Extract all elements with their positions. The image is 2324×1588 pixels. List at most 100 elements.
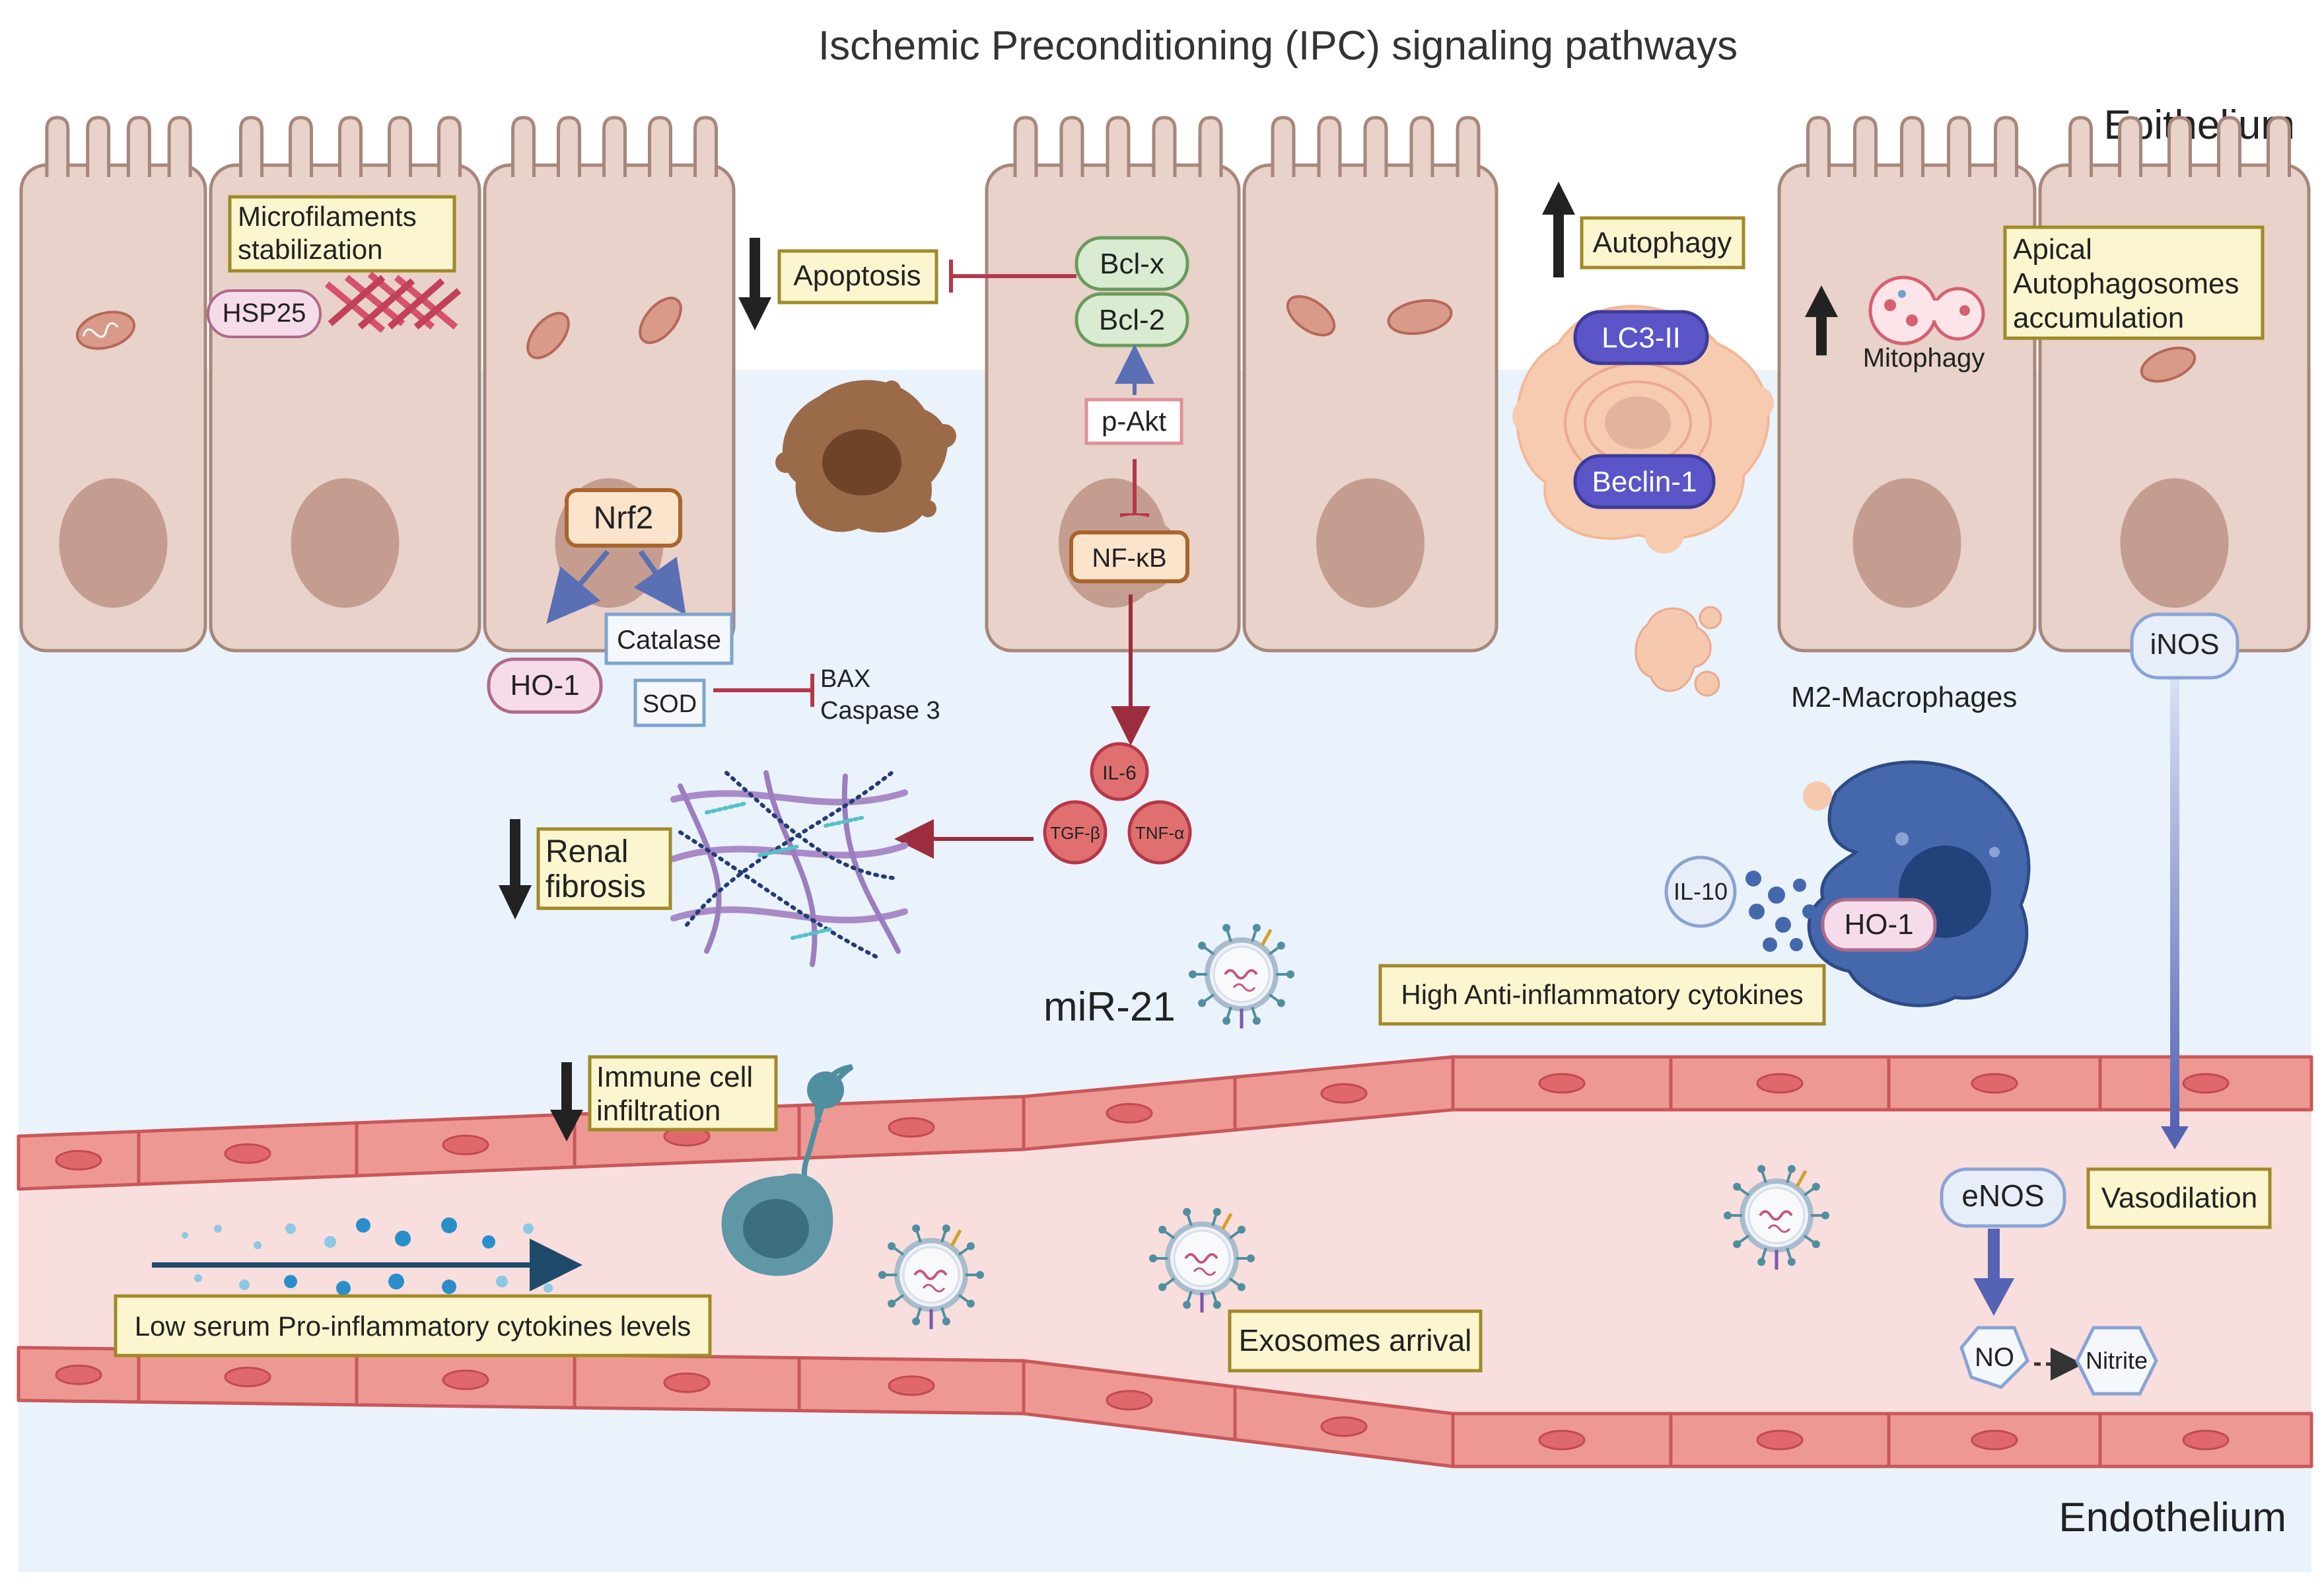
endothelial-cell	[797, 1356, 1026, 1416]
endothelial-cell	[797, 1095, 1026, 1160]
pro-inflammatory-dots-icon	[182, 1217, 553, 1295]
down-arrow-icon	[550, 1062, 583, 1141]
epithelial-cell	[1777, 116, 2037, 653]
endothelial-cell	[17, 1130, 141, 1191]
no-molecule	[1959, 1326, 2029, 1389]
microfilaments-label-1: Microfilaments	[238, 201, 417, 232]
autophagy-label: Autophagy	[1593, 227, 1732, 259]
inos-arrow-head	[2161, 1126, 2189, 1149]
renal-fibrosis-label-1: Renal	[546, 834, 628, 869]
microfilaments-box	[228, 195, 456, 273]
vasodilation-box	[2086, 1167, 2272, 1229]
endothelial-cell	[1887, 1412, 2102, 1468]
epithelial-cell	[483, 116, 736, 653]
nrf2-label: Nrf2	[594, 501, 654, 536]
exosomes-arrival-label: Exosomes arrival	[1239, 1323, 1472, 1357]
bcl2-label: Bcl-2	[1099, 304, 1165, 336]
exosome-icon	[1724, 1165, 1829, 1270]
inos-label: iNOS	[2150, 628, 2219, 661]
endothelial-cell	[355, 1112, 577, 1178]
diagram-title: Ischemic Preconditioning (IPC) signaling…	[818, 23, 1738, 69]
epithelial-cell	[2038, 116, 2311, 653]
endothelial-cell	[1887, 1055, 2102, 1112]
nfkb-badge	[1069, 530, 1189, 583]
microfilaments-label-2: stabilization	[238, 234, 382, 265]
bottom-bg	[18, 1493, 2311, 1572]
bax-label: BAX	[820, 665, 870, 693]
il10-badge	[1664, 855, 1737, 928]
nitrite-molecule	[2075, 1326, 2158, 1396]
endothelial-cell	[137, 1121, 359, 1186]
apical-label-3: accumulation	[2013, 302, 2184, 334]
endothelial-cell	[1451, 1055, 1673, 1112]
up-arrow-icon	[1805, 285, 1838, 355]
immune-label-2: infiltration	[596, 1095, 721, 1127]
mitophagy-label: Mitophagy	[1863, 343, 1985, 373]
endothelial-cell	[1022, 1359, 1237, 1441]
sod-inhibits-bax-line	[713, 674, 814, 707]
phagocytosed-particle-icon	[1803, 781, 1832, 811]
region-endothelium: Endothelium	[2059, 1495, 2286, 1540]
immune-label-1: Immune cell	[596, 1061, 753, 1093]
nrf2-to-ho1-arrow	[546, 550, 610, 624]
microfilaments-icon	[324, 271, 462, 333]
down-arrow-icon	[499, 819, 532, 920]
renal-fibrosis-box	[536, 827, 672, 910]
catalase-label: Catalase	[617, 626, 721, 655]
sod-label: SOD	[643, 690, 697, 718]
anti-inflammatory-label: High Anti-inflammatory cytokines	[1401, 979, 1803, 1010]
endothelial-cell	[1669, 1055, 1891, 1112]
low-serum-label: Low serum Pro-inflammatory cytokines lev…	[135, 1311, 691, 1342]
catalase-box	[604, 612, 734, 665]
endothelial-cell	[17, 1346, 141, 1404]
epithelial-cell	[1242, 116, 1498, 653]
exosome-icon	[878, 1224, 984, 1329]
down-arrow-icon	[738, 238, 771, 330]
ho1-left-badge	[487, 657, 603, 714]
mitochondrion-icon	[639, 297, 682, 344]
endothelium-top-layer	[17, 1055, 2313, 1191]
ho1-right-label: HO-1	[1844, 908, 1913, 941]
epithelial-cell	[19, 116, 207, 653]
beclin-badge	[1573, 454, 1716, 509]
il6-cytokine	[1090, 742, 1149, 801]
mitochondrion-icon	[1387, 299, 1453, 336]
apoptosis-box	[777, 249, 938, 305]
low-serum-box	[114, 1294, 712, 1357]
endothelial-cell	[1669, 1412, 1891, 1468]
no-label: NO	[1975, 1343, 2014, 1372]
tnfa-label: TNF-α	[1135, 823, 1184, 843]
mitochondrion-icon	[1286, 295, 1336, 337]
caspase3-label: Caspase 3	[820, 697, 940, 725]
pakt-box	[1084, 398, 1183, 445]
vasodilation-label: Vasodilation	[2101, 1182, 2257, 1214]
apical-autophagosomes-box	[2003, 225, 2265, 340]
endothelial-cell	[355, 1350, 577, 1410]
mitochondrion-icon	[2140, 346, 2197, 383]
enos-label: eNOS	[1961, 1178, 2044, 1213]
endothelial-cell	[573, 1353, 801, 1413]
ho1-right-badge	[1821, 898, 1937, 952]
nfkb-label: NF-κB	[1092, 544, 1166, 573]
pakt-label: p-Akt	[1102, 406, 1166, 437]
bcl-inhibits-apoptosis-line	[949, 260, 1076, 293]
sod-box	[633, 678, 706, 727]
apical-label-2: Autophagosomes	[2013, 268, 2239, 300]
bclx-badge	[1074, 236, 1189, 291]
apoptosis-label: Apoptosis	[793, 260, 921, 292]
endothelial-cell	[137, 1347, 359, 1407]
il10-label: IL-10	[1673, 878, 1728, 905]
hsp25-badge	[207, 289, 322, 338]
enos-badge	[1940, 1167, 2066, 1228]
lc3-badge	[1573, 310, 1709, 365]
il10-dots-icon	[1745, 871, 1817, 952]
anti-inflammatory-box	[1378, 964, 1826, 1026]
bclx-label: Bcl-x	[1100, 248, 1164, 280]
tnfa-cytokine	[1127, 800, 1192, 865]
inos-to-vasodilation-gradient	[2170, 674, 2179, 1130]
immune-infiltration-box	[588, 1055, 778, 1132]
mitochondrion-icon	[526, 312, 570, 359]
apoptotic-cell-icon	[775, 380, 956, 533]
tgfb-label: TGF-β	[1050, 823, 1100, 843]
